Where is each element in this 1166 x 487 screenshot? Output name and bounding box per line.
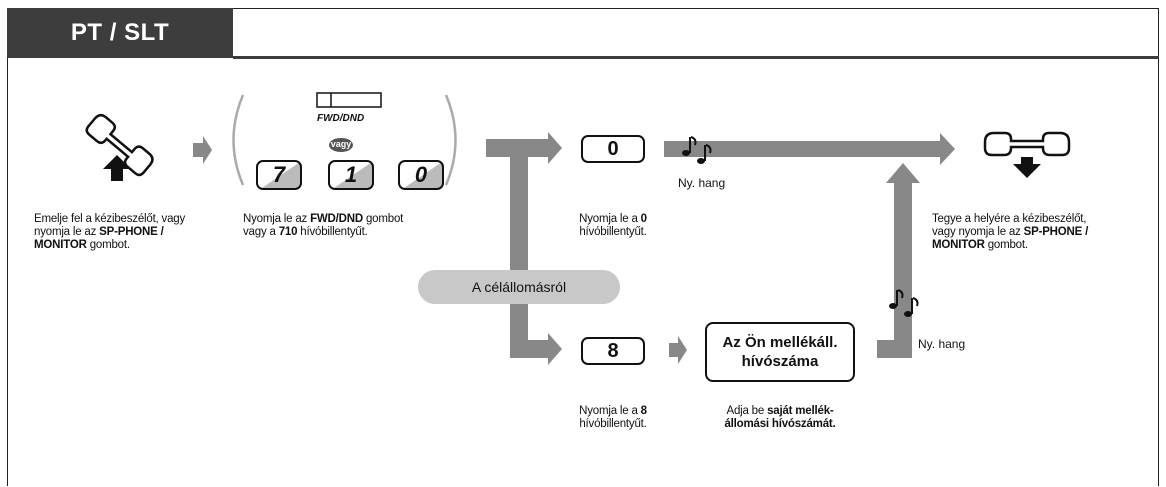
caption-step-4: Adja be saját mellék- állomási hívószámá… <box>724 405 836 430</box>
key-code-8[interactable]: 8 <box>581 337 645 365</box>
paren-right <box>444 94 457 186</box>
caption-step-5: Tegye a helyére a kézibeszélőt, vagy nyo… <box>932 213 1089 251</box>
handset-lift-icon <box>85 113 154 177</box>
caption-step-3b: Nyomja le a 8 hívóbillentyűt. <box>579 405 647 430</box>
or-label: vagy <box>330 139 352 149</box>
key-shade-1 <box>334 162 372 188</box>
handset-hangup-icon <box>983 131 1071 178</box>
fork-arrow <box>486 132 562 365</box>
header-rule <box>233 56 1159 59</box>
return-arrow <box>877 163 920 358</box>
step-arrow-display <box>669 336 687 364</box>
tone-label-top: Ny. hang <box>678 176 726 190</box>
key-code-0[interactable]: 0 <box>581 135 645 163</box>
key-shade-0 <box>404 162 442 188</box>
page-title: PT / SLT <box>70 19 170 46</box>
tone-label-right: Ny. hang <box>918 337 966 351</box>
display-line-1: Az Ön mellékáll. <box>722 334 838 351</box>
main-arrow-top <box>664 133 955 165</box>
extension-number-display: Az Ön mellékáll. hívószáma <box>705 322 855 382</box>
caption-step-3a: Nyomja le a 0 hívóbillentyűt. <box>579 213 647 238</box>
paren-left <box>232 94 245 186</box>
fwd-dnd-label: FWD/DND <box>317 113 365 124</box>
caption-step-2: Nyomja le az FWD/DND gombot vagy a 710 h… <box>243 213 404 238</box>
display-line-2: hívószáma <box>741 353 819 370</box>
diagram-frame <box>7 8 1159 486</box>
step-arrow-1 <box>193 136 212 164</box>
lift-up-arrow <box>103 155 131 181</box>
key-shade-7 <box>262 162 300 188</box>
header-bar <box>7 8 233 58</box>
music-note-icon-2 <box>889 289 919 317</box>
branch-label: A célállomásról <box>418 270 620 304</box>
or-badge <box>329 138 353 152</box>
key-7[interactable]: 7 <box>256 160 302 190</box>
key-0[interactable]: 0 <box>398 160 444 190</box>
caption-step-1: Emelje fel a kézibeszélőt, vagy nyomja l… <box>34 213 186 251</box>
music-note-icon <box>682 136 712 164</box>
fwd-dnd-button-icon <box>316 92 382 108</box>
key-1[interactable]: 1 <box>328 160 374 190</box>
